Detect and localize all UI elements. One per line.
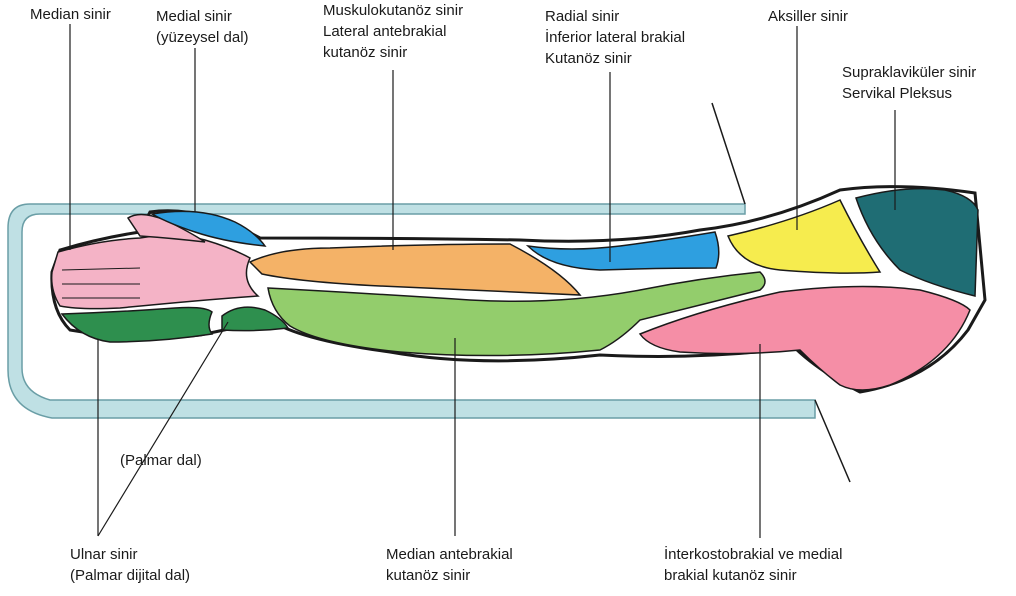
ulnar-region <box>62 308 212 343</box>
label-muskulokutanoz: Muskulokutanöz sinir Lateral antebrakial… <box>323 0 463 63</box>
board-leg-top <box>712 103 745 204</box>
label-ulnar-sinir: Ulnar sinir (Palmar dijital dal) <box>70 544 190 586</box>
board-leg-right <box>815 400 850 482</box>
label-median-sinir: Median sinir <box>30 4 111 25</box>
label-median-antebrakial: Median antebrakial kutanöz sinir <box>386 544 513 586</box>
label-medial-sinir: Medial sinir (yüzeysel dal) <box>156 6 249 48</box>
label-interkostobrakial: İnterkostobrakial ve medial brakial kuta… <box>664 544 842 586</box>
label-radial-sinir: Radial sinir İnferior lateral brakial Ku… <box>545 6 685 69</box>
label-supraklavikuler: Supraklaviküler sinir Servikal Pleksus <box>842 62 976 104</box>
label-palmar-dal: (Palmar dal) <box>120 450 202 471</box>
label-aksiller-sinir: Aksiller sinir <box>768 6 848 27</box>
